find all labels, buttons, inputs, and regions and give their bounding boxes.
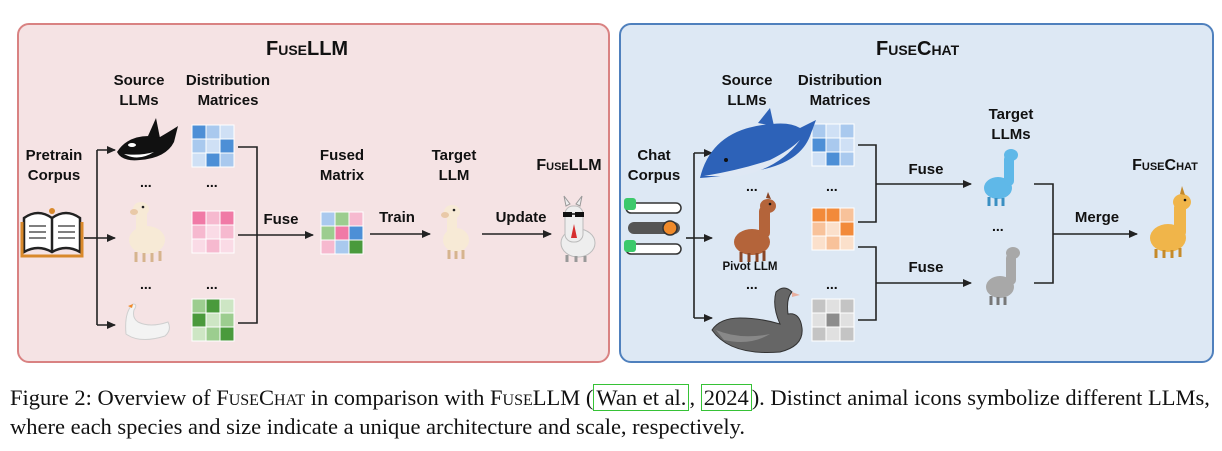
fused-matrix-label: Fused Matrix [319, 147, 365, 184]
figure-caption: Figure 2: Overview of FuseChat in compar… [10, 383, 1215, 441]
fusechat-title: FuseChat [876, 38, 960, 60]
ellipsis: ... [826, 178, 838, 194]
ellipsis: ... [140, 276, 152, 292]
distribution-matrices-label: Distribution Matrices [797, 72, 883, 109]
fused-matrix [320, 211, 364, 255]
ellipsis: ... [206, 174, 218, 190]
caption-fusellm: FuseLLM [490, 385, 581, 410]
alpaca-icon [129, 202, 165, 262]
pretrain-corpus-label: Pretrain Corpus [25, 147, 83, 184]
target-llm-label: Target LLM [431, 147, 477, 184]
fuse-label: Fuse [908, 161, 944, 178]
train-label: Train [379, 209, 415, 226]
ellipsis: ... [746, 276, 758, 292]
ellipsis: ... [992, 218, 1004, 234]
ellipsis: ... [826, 276, 838, 292]
alpaca-icon [441, 205, 469, 259]
whale-icon [700, 108, 816, 178]
chat-corpus-label: Chat Corpus [627, 147, 681, 184]
chat-matrix-blue [811, 123, 855, 167]
swan-icon [125, 303, 170, 340]
chat-matrix-orange [811, 207, 855, 251]
ellipsis: ... [140, 174, 152, 190]
fusechat-panel [619, 23, 1214, 363]
llama-icon [984, 149, 1018, 206]
caption-middle: in comparison with [305, 385, 491, 410]
distribution-matrix-pink [191, 210, 235, 254]
source-llms-label: Source LLMs [721, 72, 773, 109]
fuse-label: Fuse [263, 211, 299, 228]
caption-cite-sep: , [689, 385, 701, 410]
distribution-matrix-blue [191, 124, 235, 168]
ellipsis: ... [746, 178, 758, 194]
fuse-label: Fuse [908, 259, 944, 276]
ellipsis: ... [206, 276, 218, 292]
book-icon [20, 208, 84, 258]
update-label: Update [495, 209, 547, 226]
distribution-matrix-green [191, 298, 235, 342]
citation-link-year[interactable]: 2024 [700, 384, 752, 411]
fusechat-result-label: FuseChat [1132, 157, 1198, 174]
orca-icon [117, 118, 178, 161]
llama-icon [986, 247, 1020, 305]
source-llms-label: Source LLMs [113, 72, 165, 109]
pivot-llm-label: Pivot LLM [722, 261, 778, 273]
citation-link-authors[interactable]: Wan et al. [593, 384, 690, 411]
llama-icon [1150, 186, 1191, 258]
fusellm-panel [17, 23, 610, 363]
caption-rest: ). Distinct animal icons symbolize diffe… [10, 385, 1210, 439]
chat-matrix-gray [811, 298, 855, 342]
fusellm-result-label: FuseLLM [536, 157, 602, 174]
caption-prefix: Figure 2: Overview of [10, 385, 217, 410]
llama-sunglasses-icon [560, 195, 596, 262]
llama-icon [734, 192, 776, 262]
merge-label: Merge [1074, 209, 1120, 226]
caption-fusechat: FuseChat [216, 385, 306, 410]
swan-icon [711, 287, 803, 354]
fusellm-title: FuseLLM [266, 38, 349, 60]
chat-bubbles-icon [624, 198, 682, 255]
caption-open: ( [580, 385, 594, 410]
target-llms-label: Target LLMs [988, 106, 1034, 143]
distribution-matrices-label: Distribution Matrices [185, 72, 271, 109]
